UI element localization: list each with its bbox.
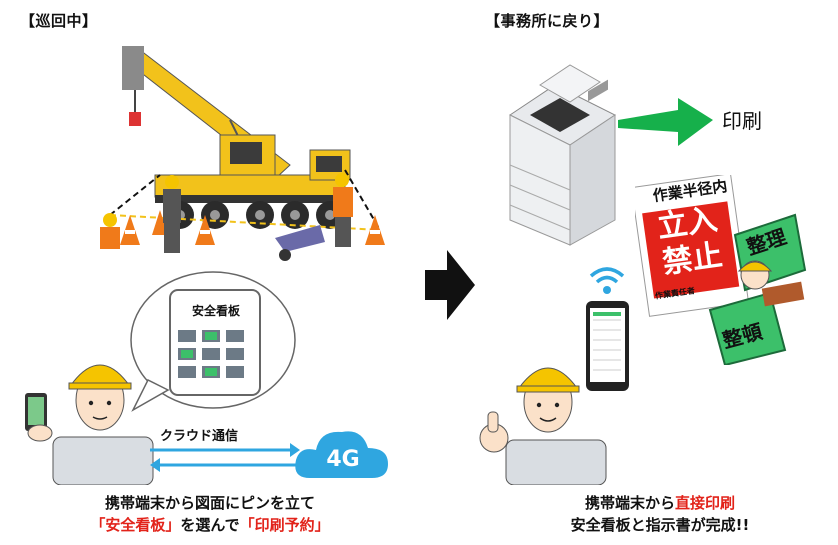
print-label: 印刷 bbox=[722, 109, 762, 133]
safety-sign-icon bbox=[635, 175, 807, 365]
caption-text-direct: 携帯端末から bbox=[584, 494, 675, 512]
wifi-icon bbox=[589, 267, 625, 294]
right-caption: 携帯端末から直接印刷 安全看板と指示書が完成!! bbox=[490, 492, 830, 536]
caption-highlight-print-reserve: 「印刷予約」 bbox=[239, 516, 330, 534]
cloud-label: 4G bbox=[326, 447, 360, 472]
cloud-icon bbox=[295, 431, 388, 478]
caption-highlight-safety-sign: 「安全看板」 bbox=[90, 516, 181, 534]
printer-icon bbox=[509, 64, 616, 246]
sign-main-text: 立入 禁止 bbox=[645, 201, 734, 283]
caption-text-select: を選んで bbox=[180, 516, 240, 534]
crane-truck-icon bbox=[100, 46, 385, 261]
network-label: クラウド通信 bbox=[160, 429, 239, 444]
left-caption-line1: 携帯端末から図面にピンを立て bbox=[104, 494, 315, 512]
print-arrow-icon bbox=[618, 98, 713, 146]
right-caption-line1: 携帯端末から直接印刷 bbox=[490, 492, 830, 514]
caption-highlight-direct-print: 直接印刷 bbox=[675, 494, 736, 512]
worker-icon bbox=[25, 364, 154, 485]
transition-arrow-icon bbox=[425, 250, 475, 320]
right-section-title: 【事務所に戻り】 bbox=[485, 12, 610, 30]
app-screen-bubble bbox=[130, 271, 296, 412]
worker-thumbsup-icon bbox=[479, 367, 607, 485]
sync-arrows-icon bbox=[150, 443, 300, 472]
app-screen-title: 安全看板 bbox=[191, 304, 240, 318]
right-caption-line2: 安全看板と指示書が完成!! bbox=[570, 516, 750, 534]
left-caption-line2: 「安全看板」を選んで「印刷予約」 bbox=[40, 514, 380, 536]
phone-icon bbox=[586, 301, 629, 391]
left-section-title: 【巡回中】 bbox=[20, 12, 98, 30]
left-caption: 携帯端末から図面にピンを立て 「安全看板」を選んで「印刷予約」 bbox=[40, 492, 380, 536]
